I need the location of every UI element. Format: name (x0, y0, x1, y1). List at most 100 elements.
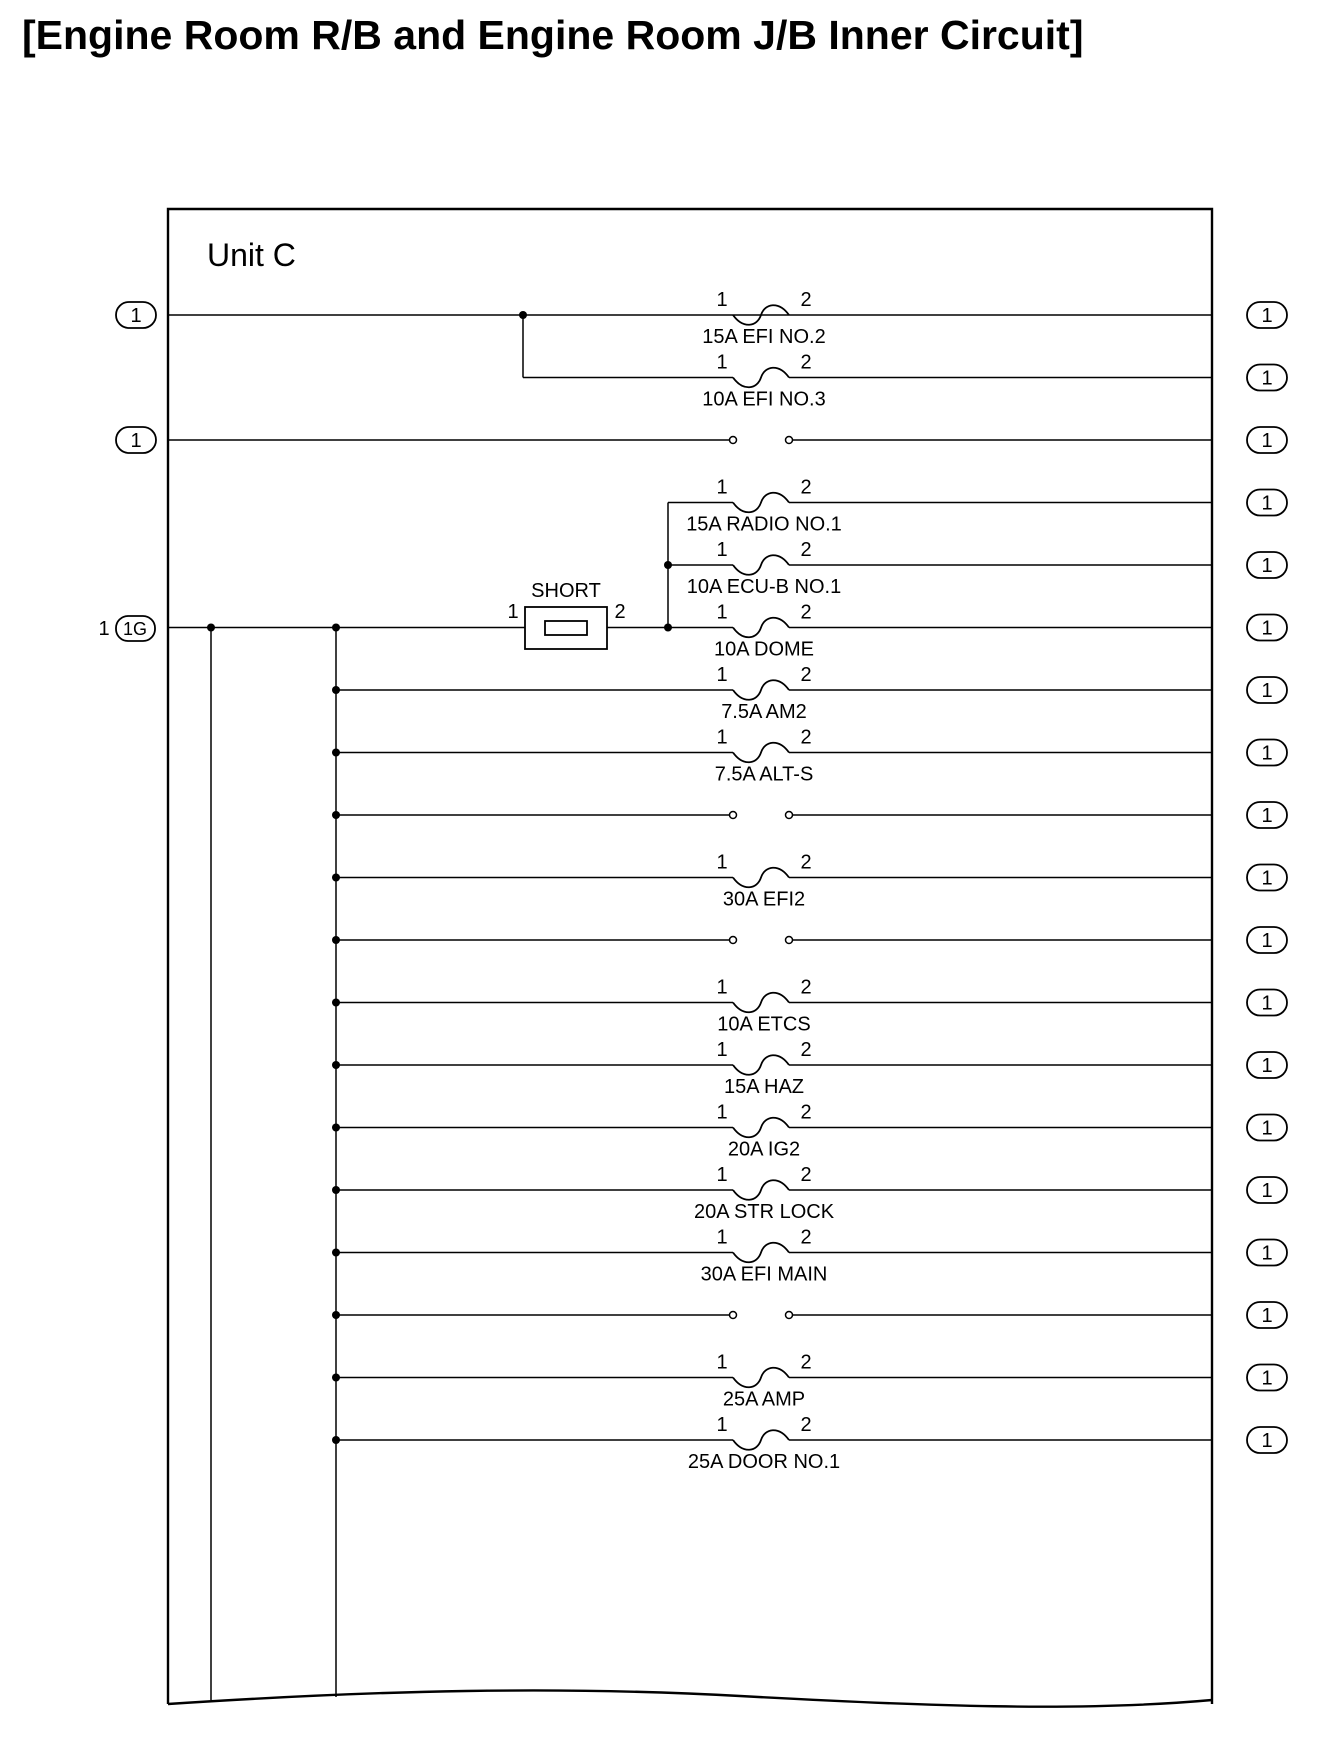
right-terminal-pin: 1 (1261, 1118, 1272, 1140)
fuse-label: 25A DOOR NO.1 (688, 1451, 840, 1473)
fuse-label: 30A EFI2 (723, 889, 805, 911)
fuse-pin-right: 2 (800, 1414, 811, 1436)
right-terminal-pin: 1 (1261, 743, 1272, 765)
fuse-15a-efi-no-2: 1 2 15A EFI NO.2 (702, 289, 825, 348)
connector-1g-pin: 1 (98, 618, 109, 640)
fuse-pin-right: 2 (800, 1039, 811, 1061)
junction-dot (332, 748, 340, 757)
left-terminals: 11 (115, 301, 157, 454)
fuse-pin-right: 2 (800, 664, 811, 686)
junction-dot (332, 998, 340, 1007)
junction-dot (332, 1186, 340, 1194)
unit-label: Unit C (207, 237, 296, 273)
fuse-label: 25A AMP (723, 1389, 805, 1411)
fuse-pin-left: 1 (716, 289, 727, 311)
fuse-pin-left: 1 (716, 352, 727, 374)
fuse-pin-right: 2 (800, 1227, 811, 1249)
fuse-pin-left: 1 (716, 1039, 727, 1061)
fuse-label: 7.5A ALT-S (715, 764, 814, 786)
open-circuit-gap (728, 1310, 794, 1320)
fuse-label: 30A EFI MAIN (701, 1264, 828, 1286)
fuse-pin-left: 1 (716, 1414, 727, 1436)
circuit-row: 1 2 15A EFI NO.2 1 (702, 289, 1288, 348)
junction-dot (519, 311, 527, 319)
junction-dot (332, 1373, 340, 1382)
right-terminal-pin: 1 (1261, 555, 1272, 577)
short-pin-right: 2 (614, 601, 625, 623)
circuit-row: 1 2 25A AMP 1 (332, 1352, 1288, 1411)
right-terminal-pin: 1 (1261, 680, 1272, 702)
right-terminal: 1 (1246, 301, 1288, 329)
left-terminal-pin: 1 (130, 430, 141, 452)
fuse-pin-right: 2 (800, 1164, 811, 1186)
right-terminal: 1 (1246, 801, 1288, 829)
fuse-pin-right: 2 (800, 289, 811, 311)
fuse-pin-left: 1 (716, 539, 727, 561)
fuse-label: 10A DOME (714, 639, 814, 661)
right-terminal: 1 (1246, 551, 1288, 579)
junction-dot (332, 623, 340, 632)
fuse-pin-left: 1 (716, 602, 727, 624)
fuse-label: 15A EFI NO.2 (702, 326, 825, 348)
open-circuit-gap (728, 935, 794, 945)
junction-dot (664, 561, 672, 569)
right-terminal-pin: 1 (1261, 1430, 1272, 1452)
right-terminal: 1 (1246, 1238, 1288, 1267)
fuse-pin-left: 1 (716, 1352, 727, 1374)
fuse-pin-left: 1 (716, 727, 727, 749)
fuse-label: 7.5A AM2 (721, 701, 807, 723)
right-terminal: 1 (1246, 488, 1288, 517)
short-label: SHORT (531, 580, 601, 602)
right-terminal-pin: 1 (1261, 618, 1272, 640)
right-terminal: 1 (1246, 926, 1288, 954)
connector-1g: 1 1G (98, 615, 156, 642)
short-pin-left: 1 (507, 601, 518, 623)
fuse-pin-right: 2 (800, 1352, 811, 1374)
bus-wires (168, 311, 1212, 1700)
connector-1g-label: 1G (123, 619, 147, 639)
junction-dot (207, 623, 215, 632)
circuit-row: 1 (332, 926, 1288, 954)
right-terminal-pin: 1 (1261, 993, 1272, 1015)
right-terminal: 1 (1246, 1051, 1288, 1079)
open-circuit-gap (728, 810, 794, 820)
right-terminal-pin: 1 (1261, 1243, 1272, 1265)
circuit-row: 1 2 25A DOOR NO.1 1 (332, 1414, 1288, 1473)
fuse-label: 15A RADIO NO.1 (686, 514, 842, 536)
junction-dot (332, 873, 340, 882)
fuse-pin-right: 2 (800, 602, 811, 624)
right-terminal: 1 (1246, 676, 1288, 704)
fuse-pin-left: 1 (716, 1164, 727, 1186)
fuse-label: 20A IG2 (728, 1139, 800, 1161)
junction-dot (332, 936, 340, 944)
right-terminal-pin: 1 (1261, 1180, 1272, 1202)
fuse-pin-right: 2 (800, 352, 811, 374)
fuse-pin-left: 1 (716, 1102, 727, 1124)
open-circuit-gap (728, 435, 794, 445)
right-terminal: 1 (1246, 988, 1288, 1017)
unit-frame (166, 207, 1214, 1704)
junction-dot (332, 686, 340, 694)
fuse-pin-left: 1 (716, 664, 727, 686)
junction-dot (332, 811, 340, 819)
left-terminal: 1 (115, 426, 157, 454)
right-terminal-pin: 1 (1261, 430, 1272, 452)
right-terminal: 1 (1246, 1176, 1288, 1204)
right-terminal-pin: 1 (1261, 1055, 1272, 1077)
fuse-label: 10A EFI NO.3 (702, 389, 825, 411)
fuse-pin-left: 1 (716, 477, 727, 499)
right-terminal: 1 (1246, 426, 1288, 454)
fuse-25a-amp: 1 2 25A AMP (716, 1352, 811, 1411)
left-terminal: 1 (115, 301, 157, 329)
right-terminal-pin: 1 (1261, 1368, 1272, 1390)
junction-dot (332, 1436, 340, 1444)
fuse-label: 10A ECU-B NO.1 (687, 576, 842, 598)
